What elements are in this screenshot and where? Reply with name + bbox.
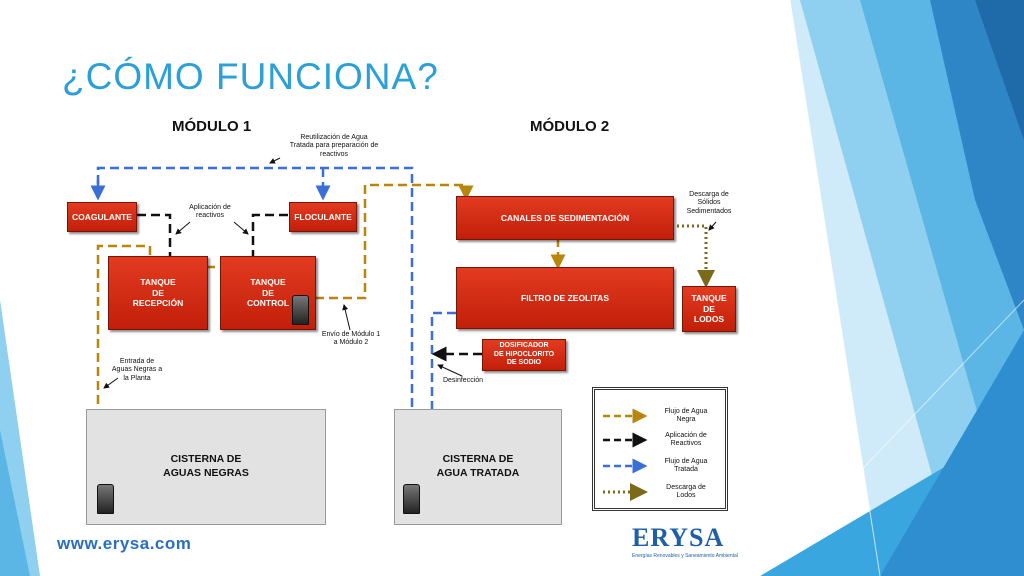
legend-item-reactivos: Aplicación de Reactivos bbox=[665, 432, 707, 448]
note-entrada: Entrada de Aguas Negras a la Planta bbox=[111, 358, 163, 382]
erysa-logo: ERYSA Energías Renovables y Saneamiento … bbox=[632, 523, 742, 559]
logo-tagline: Energías Renovables y Saneamiento Ambien… bbox=[632, 553, 738, 559]
cisterna-aguas-negras: CISTERNA DE AGUAS NEGRAS bbox=[86, 409, 326, 525]
note-reutilizacion: Reutilización de Agua Tratada para prepa… bbox=[289, 134, 379, 158]
module-2-label: MÓDULO 2 bbox=[530, 118, 610, 135]
legend-item-lodos: Descarga de Lodos bbox=[666, 484, 706, 500]
page-title: ¿CÓMO FUNCIONA? bbox=[62, 56, 439, 97]
website-link[interactable]: www.erysa.com bbox=[57, 534, 192, 553]
tanque-lodos-box: TANQUE DE LODOS bbox=[682, 286, 736, 332]
coagulante-box: COAGULANTE bbox=[67, 202, 137, 232]
legend: Flujo de Agua Negra Aplicación de Reacti… bbox=[592, 387, 728, 511]
pump-icon bbox=[403, 484, 420, 514]
note-envio: Envío de Módulo 1 a Módulo 2 bbox=[321, 331, 381, 347]
note-desinfeccion: Desinfección bbox=[442, 377, 484, 384]
logo-wordmark: ERYSA bbox=[632, 523, 725, 552]
legend-item-agua-negra: Flujo de Agua Negra bbox=[664, 408, 708, 424]
legend-item-agua-tratada: Flujo de Agua Tratada bbox=[664, 458, 708, 474]
dosificador-box: DOSIFICADOR DE HIPOCLORITO DE SODIO bbox=[482, 339, 566, 371]
cisterna-agua-tratada: CISTERNA DE AGUA TRATADA bbox=[394, 409, 562, 525]
note-aplicacion: Aplicación de reactivos bbox=[189, 204, 231, 220]
pump-icon bbox=[292, 295, 309, 325]
legend-swatches bbox=[603, 408, 648, 501]
pump-icon bbox=[97, 484, 114, 514]
tanque-recepcion-box: TANQUE DE RECEPCIÓN bbox=[108, 256, 208, 330]
note-descarga: Descarga de Sólidos Sedimentados bbox=[686, 191, 732, 215]
module-1-label: MÓDULO 1 bbox=[172, 118, 252, 135]
canales-sedimentacion-box: CANALES DE SEDIMENTACIÓN bbox=[456, 196, 674, 240]
floculante-box: FLOCULANTE bbox=[289, 202, 357, 232]
filtro-zeolitas-box: FILTRO DE ZEOLITAS bbox=[456, 267, 674, 329]
